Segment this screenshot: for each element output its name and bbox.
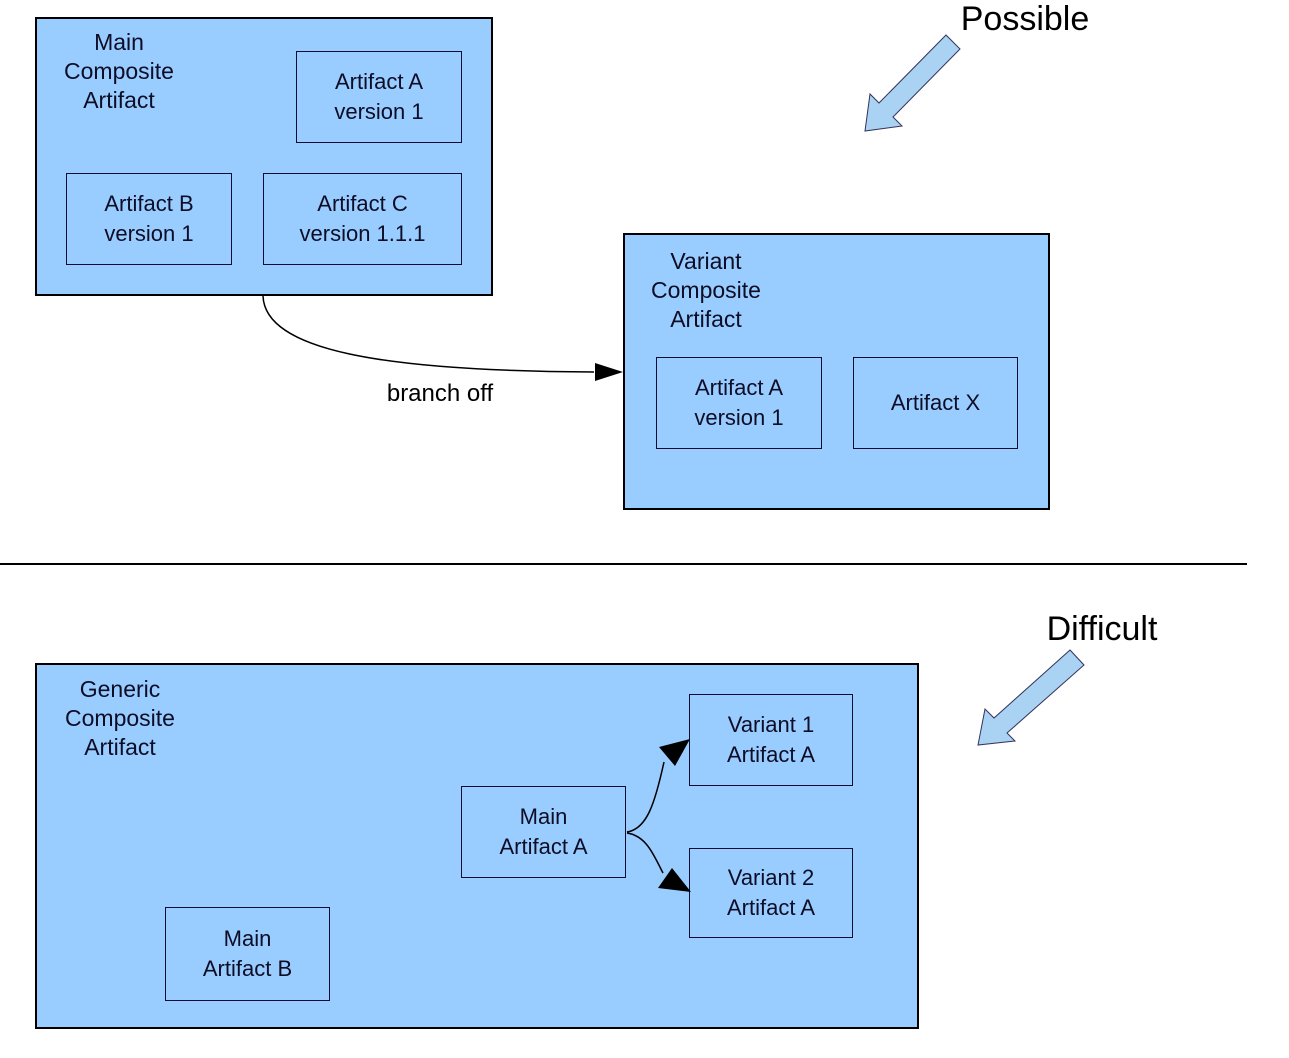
- variant2-artifact-a-label: Variant 2 Artifact A: [726, 865, 816, 920]
- artifact-c-version111-box: Artifact C version 1.1.1: [263, 173, 462, 265]
- variant1-artifact-a-box: Variant 1 Artifact A: [689, 694, 853, 786]
- main-artifact-a-box: Main Artifact A: [461, 786, 626, 878]
- main-artifact-a-label: Main Artifact A: [499, 804, 588, 859]
- main-artifact-b-box: Main Artifact B: [165, 907, 330, 1001]
- artifact-a-version1-label: Artifact A version 1: [334, 69, 424, 124]
- branch-off-connector: [262, 295, 623, 381]
- main-composite-artifact-box: Main Composite Artifact Artifact A versi…: [35, 17, 493, 296]
- generic-composite-title: Generic Composite Artifact: [65, 676, 175, 760]
- difficult-arrow-icon: [977, 649, 1085, 746]
- variant2-artifact-a-box: Variant 2 Artifact A: [689, 848, 853, 938]
- artifact-c-version111-label: Artifact C version 1.1.1: [299, 191, 426, 246]
- main-composite-title: Main Composite Artifact: [64, 29, 174, 113]
- possible-label: Possible: [960, 0, 1090, 38]
- variant-composite-artifact-box: Variant Composite Artifact Artifact A ve…: [623, 233, 1050, 510]
- branch-off-label: branch off: [386, 380, 494, 407]
- variant1-artifact-a-label: Variant 1 Artifact A: [726, 712, 816, 767]
- difficult-label: Difficult: [1046, 610, 1158, 648]
- possible-arrow-icon: [864, 34, 961, 132]
- generic-composite-artifact-box: Generic Composite Artifact Main Artifact…: [35, 663, 919, 1029]
- main-artifact-b-label: Main Artifact B: [202, 926, 293, 981]
- variant-artifact-a-version1-label: Artifact A version 1: [694, 375, 784, 430]
- artifact-x-box: Artifact X: [853, 357, 1018, 449]
- section-divider-line: [0, 563, 1247, 565]
- artifact-x-label: Artifact X: [890, 390, 981, 415]
- artifact-b-version1-label: Artifact B version 1: [104, 191, 194, 246]
- artifact-a-version1-box: Artifact A version 1: [296, 51, 462, 143]
- variant-artifact-a-version1-box: Artifact A version 1: [656, 357, 822, 449]
- variant-composite-title: Variant Composite Artifact: [651, 248, 761, 332]
- artifact-b-version1-box: Artifact B version 1: [66, 173, 232, 265]
